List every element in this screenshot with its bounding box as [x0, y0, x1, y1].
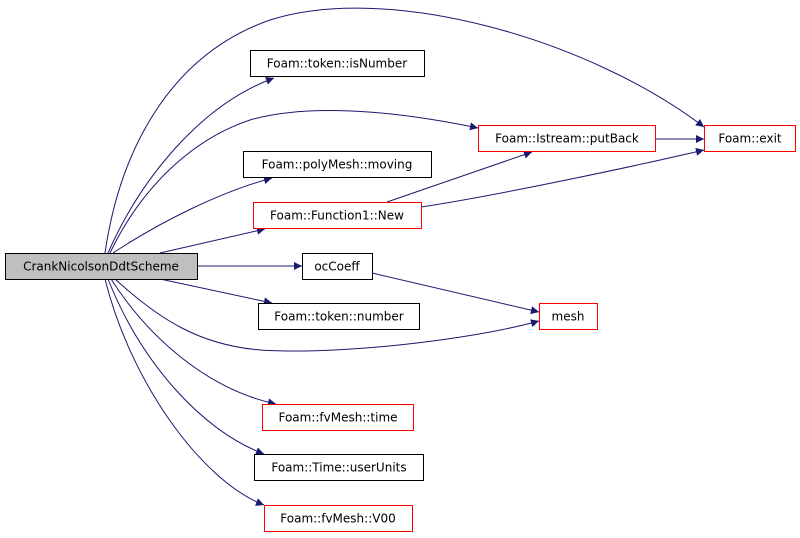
- node-label: Foam::exit: [718, 132, 782, 146]
- node-mesh[interactable]: mesh: [539, 303, 598, 330]
- node-label: Foam::token::isNumber: [267, 57, 407, 71]
- node-crank-nicolson-ddt-scheme[interactable]: CrankNicolsonDdtScheme: [5, 253, 198, 280]
- node-fvmesh-time[interactable]: Foam::fvMesh::time: [262, 404, 414, 431]
- edges: [104, 7, 705, 506]
- edge-occoeff-mesh: [371, 272, 540, 315]
- edge-root-userunits: [107, 278, 265, 455]
- node-function1-new[interactable]: Foam::Function1::New: [253, 202, 422, 229]
- node-label: Foam::Istream::putBack: [495, 132, 639, 146]
- node-time-userunits[interactable]: Foam::Time::userUnits: [254, 454, 424, 481]
- node-label: mesh: [552, 310, 585, 324]
- edge-new-putback: [386, 150, 533, 203]
- edge-root-moving: [112, 176, 273, 254]
- node-fvmesh-v00[interactable]: Foam::fvMesh::V00: [264, 505, 413, 532]
- edge-root-v00: [104, 278, 265, 506]
- node-label: Foam::Function1::New: [270, 209, 404, 223]
- edge-root-putback: [109, 110, 479, 254]
- edge-new-exit: [420, 147, 705, 208]
- node-label: Foam::Time::userUnits: [271, 461, 406, 475]
- edge-root-number: [159, 278, 273, 306]
- node-token-isnumber[interactable]: Foam::token::isNumber: [250, 50, 425, 77]
- edge-root-mesh: [114, 278, 540, 352]
- node-istream-putback[interactable]: Foam::Istream::putBack: [478, 125, 656, 152]
- node-polymesh-moving[interactable]: Foam::polyMesh::moving: [243, 151, 432, 178]
- node-label: Foam::fvMesh::time: [278, 411, 397, 425]
- node-label: Foam::token::number: [274, 310, 403, 324]
- node-label: ocCoeff: [314, 260, 360, 274]
- edge-root-time: [110, 278, 277, 407]
- node-label: Foam::fvMesh::V00: [280, 512, 395, 526]
- edge-root-isnumber: [107, 76, 275, 254]
- node-occoeff[interactable]: ocCoeff: [302, 253, 373, 280]
- edge-root-new: [159, 226, 266, 254]
- node-token-number[interactable]: Foam::token::number: [258, 303, 420, 330]
- edge-root-exit: [104, 7, 705, 254]
- node-foam-exit[interactable]: Foam::exit: [704, 125, 796, 152]
- node-label: CrankNicolsonDdtScheme: [23, 260, 179, 274]
- node-label: Foam::polyMesh::moving: [262, 158, 413, 172]
